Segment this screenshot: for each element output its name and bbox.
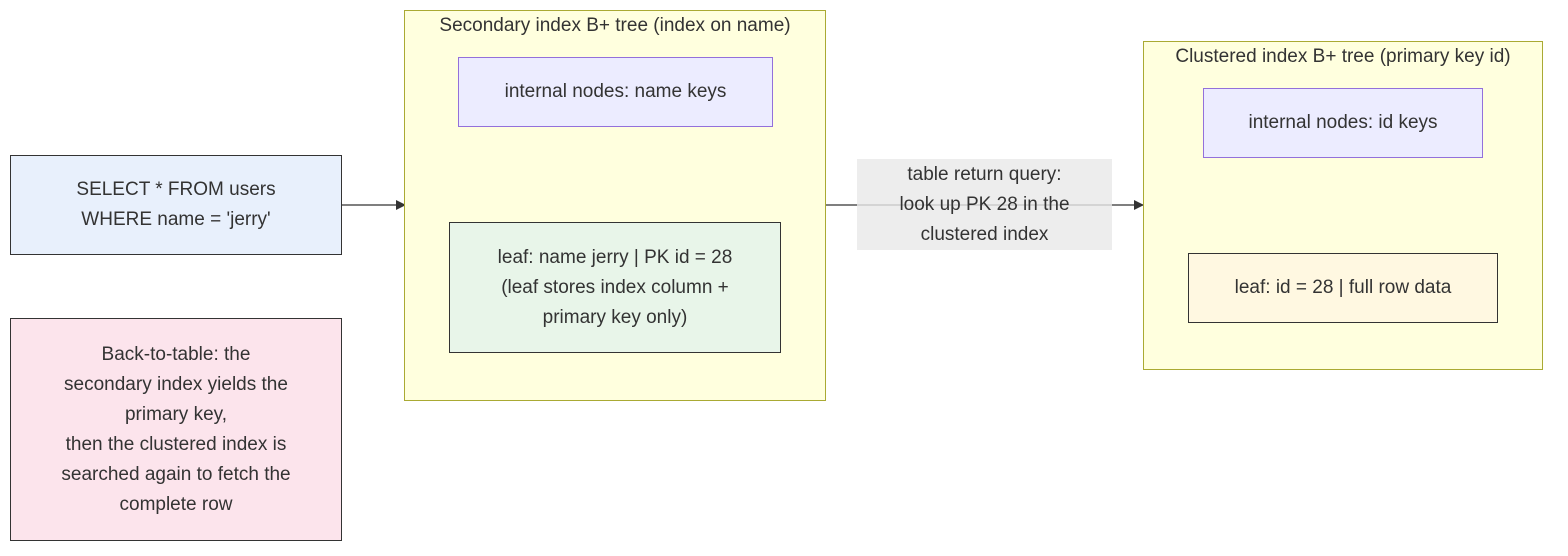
back-to-table-note: Back-to-table: the secondary index yield…: [10, 318, 342, 541]
clustered-leaf-node: leaf: id = 28 | full row data: [1188, 253, 1498, 323]
table-return-query-label: table return query: look up PK 28 in the…: [857, 159, 1112, 250]
clustered-internal-node-text: internal nodes: id keys: [1248, 112, 1438, 133]
secondary-index-title: Secondary index B+ tree (index on name): [439, 15, 791, 36]
sql-query-text: SELECT * FROM users WHERE name = 'jerry': [76, 179, 276, 230]
secondary-internal-node-text: internal nodes: name keys: [504, 81, 727, 102]
secondary-leaf-node-text: leaf: name jerry | PK id = 28 (leaf stor…: [497, 246, 733, 328]
clustered-leaf-node-text: leaf: id = 28 | full row data: [1234, 277, 1452, 298]
back-to-table-note-text: Back-to-table: the secondary index yield…: [61, 343, 291, 515]
sql-query-box: SELECT * FROM users WHERE name = 'jerry': [10, 155, 342, 255]
table-return-query-text: table return query: look up PK 28 in the…: [899, 163, 1070, 245]
secondary-internal-node: internal nodes: name keys: [458, 57, 773, 127]
clustered-internal-node: internal nodes: id keys: [1203, 88, 1483, 158]
clustered-index-title: Clustered index B+ tree (primary key id): [1175, 46, 1511, 67]
secondary-leaf-node: leaf: name jerry | PK id = 28 (leaf stor…: [449, 222, 781, 353]
